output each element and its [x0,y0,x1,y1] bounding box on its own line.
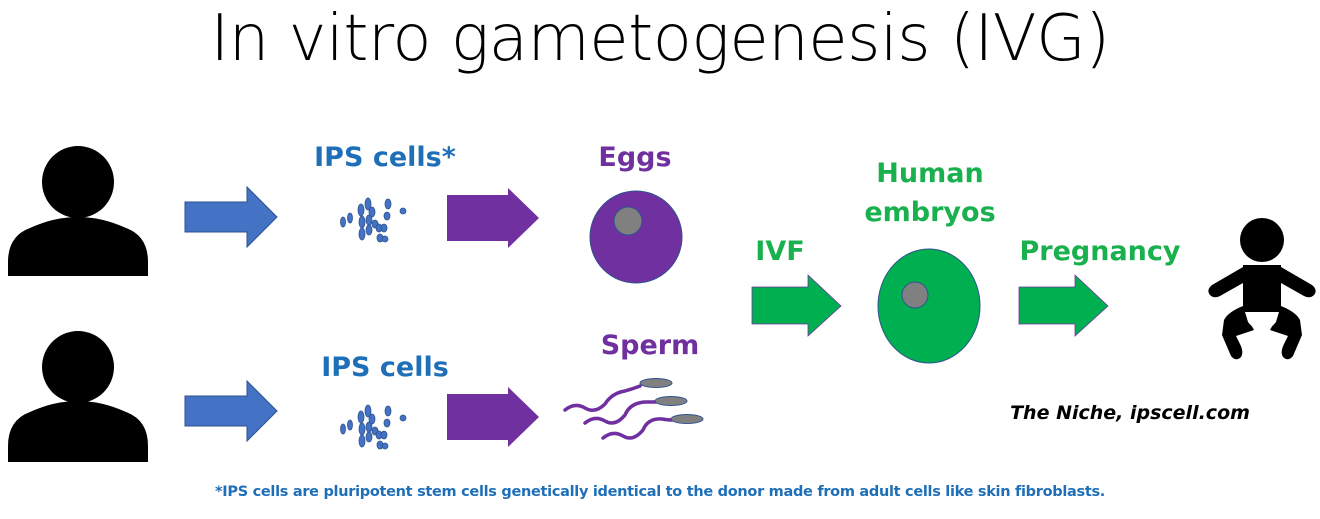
credit-text: The Niche, ipscell.com [1010,402,1250,424]
ips-cells-bottom-label: IPS cells [321,352,449,383]
embryos-label-line1: Human [876,158,984,189]
person-icon [8,331,148,462]
arrow-right-icon [447,387,539,447]
baby-icon [1208,218,1316,360]
cells-cluster-icon [340,197,407,243]
arrow-right-icon [184,185,278,249]
page-title: In vitro gametogenesis (IVG) [210,2,1110,76]
eggs-label: Eggs [598,142,672,173]
arrow-right-icon [184,379,278,443]
arrow-right-icon [447,188,539,248]
egg-cell-icon [589,190,683,284]
footnote: *IPS cells are pluripotent stem cells ge… [215,484,1105,500]
person-icon [8,146,148,276]
embryo-icon [877,248,981,364]
pregnancy-label: Pregnancy [1019,236,1181,267]
ips-cells-top-label: IPS cells* [314,142,456,173]
embryos-label-line2: embryos [864,197,996,228]
ivf-label: IVF [755,236,805,267]
sperm-label: Sperm [600,330,700,361]
sperm-head-icon [639,378,704,424]
sperm-icon [563,384,674,440]
arrow-right-icon [751,274,842,337]
arrow-right-icon [1018,274,1109,337]
cells-cluster-icon [340,404,407,450]
